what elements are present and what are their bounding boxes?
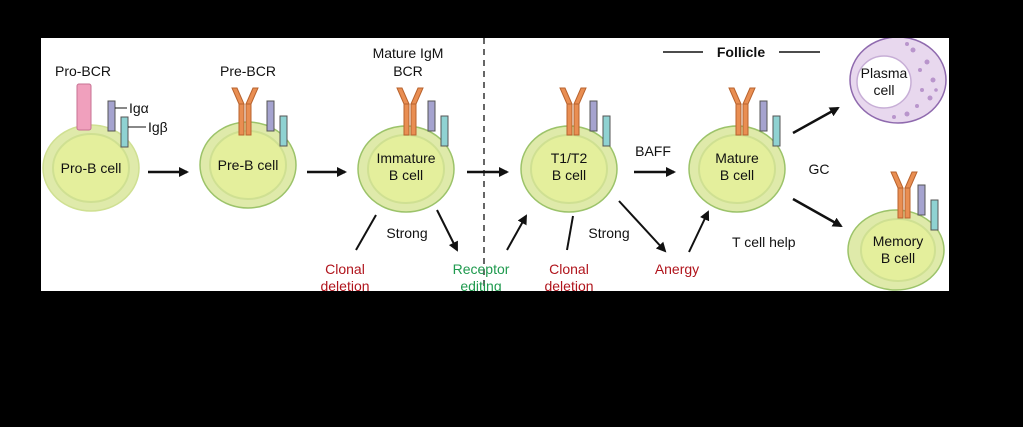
receptor-editing-line1: Receptor bbox=[453, 261, 510, 277]
memory-ig-alpha bbox=[917, 184, 926, 216]
receptor-editing-line2: editing bbox=[460, 278, 501, 291]
gc-label: GC bbox=[809, 161, 830, 177]
immature-ig-alpha bbox=[427, 100, 436, 132]
arrow-t-cell-help bbox=[688, 210, 710, 253]
immature-ig-beta bbox=[440, 115, 449, 147]
line-to-clonal-deletion-1 bbox=[355, 214, 377, 251]
ig-alpha-chain bbox=[107, 100, 116, 132]
plasma-cell-granules bbox=[892, 42, 938, 119]
t1t2-ig-alpha bbox=[589, 100, 598, 132]
memory-b-cell-nucleus bbox=[860, 218, 936, 282]
mature-ig-beta bbox=[772, 115, 781, 147]
pro-bcr-receptor bbox=[76, 83, 92, 131]
immature-b-cell-label-1: Immature bbox=[376, 150, 435, 166]
mature-b-cell: Mature B cell bbox=[688, 87, 786, 213]
mature-igm-label-1: Mature IgM bbox=[373, 45, 444, 61]
clonal-deletion-2-line1: Clonal bbox=[549, 261, 589, 277]
mature-bcr bbox=[728, 87, 756, 136]
arrow-editing-to-t1t2 bbox=[506, 214, 527, 251]
plasma-cell: Plasma cell bbox=[849, 38, 947, 124]
anergy-label: Anergy bbox=[655, 261, 699, 277]
mature-b-cell-label-2: B cell bbox=[720, 167, 754, 183]
immature-b-cell-label-2: B cell bbox=[389, 167, 423, 183]
pro-bcr-label: Pro-BCR bbox=[55, 63, 111, 79]
memory-b-cell-label-2: B cell bbox=[881, 250, 915, 266]
b-cell-development-diagram: Follicle Pro-B cell Pro-BCR Igα Igβ Pre-… bbox=[42, 38, 947, 291]
plasma-cell-label-2: cell bbox=[873, 82, 894, 98]
memory-b-cell-label-1: Memory bbox=[873, 233, 924, 249]
ig-alpha-label: Igα bbox=[129, 100, 149, 116]
clonal-deletion-1-line2: deletion bbox=[320, 278, 369, 291]
t1t2-b-cell: T1/T2 B cell bbox=[520, 87, 618, 213]
arrow-to-plasma-cell bbox=[792, 106, 840, 135]
mature-igm-label-2: BCR bbox=[393, 63, 423, 79]
t1t2-bcr bbox=[559, 87, 587, 136]
clonal-deletion-1-line1: Clonal bbox=[325, 261, 365, 277]
clonal-deletion-2-line2: deletion bbox=[544, 278, 593, 291]
pro-b-cell-label: Pro-B cell bbox=[61, 160, 122, 176]
t1t2-b-cell-label-2: B cell bbox=[552, 167, 586, 183]
immature-igm-bcr bbox=[396, 87, 424, 136]
arrow-to-memory-cell bbox=[792, 197, 843, 228]
plasma-cell-label-1: Plasma bbox=[861, 65, 908, 81]
memory-b-cell: Memory B cell bbox=[847, 171, 945, 291]
memory-ig-beta bbox=[930, 199, 939, 231]
pre-b-ig-alpha bbox=[266, 100, 275, 132]
line-to-clonal-deletion-2 bbox=[566, 215, 574, 251]
t-cell-help-label: T cell help bbox=[732, 234, 796, 250]
plasma-cell-nucleus bbox=[856, 55, 912, 109]
memory-bcr bbox=[890, 171, 918, 219]
pro-b-cell: Pro-B cell bbox=[42, 83, 140, 212]
follicle-label: Follicle bbox=[717, 44, 765, 60]
immature-b-cell: Immature B cell bbox=[357, 87, 455, 213]
diagram-panel: Follicle Pro-B cell Pro-BCR Igα Igβ Pre-… bbox=[41, 38, 949, 291]
ig-beta-label: Igβ bbox=[148, 119, 168, 135]
pre-bcr-receptor bbox=[231, 87, 259, 136]
arrow-to-receptor-editing bbox=[436, 209, 458, 252]
pre-b-ig-beta bbox=[279, 115, 288, 147]
pre-b-cell: Pre-B cell bbox=[199, 87, 297, 209]
arrow-to-anergy bbox=[618, 200, 667, 253]
strong-label-2: Strong bbox=[588, 225, 629, 241]
pre-bcr-label: Pre-BCR bbox=[220, 63, 276, 79]
mature-b-cell-label-1: Mature bbox=[715, 150, 759, 166]
ig-beta-chain bbox=[120, 116, 129, 148]
t1t2-b-cell-label-1: T1/T2 bbox=[551, 150, 588, 166]
baff-label: BAFF bbox=[635, 143, 671, 159]
mature-ig-alpha bbox=[759, 100, 768, 132]
strong-label-1: Strong bbox=[386, 225, 427, 241]
pre-b-cell-label: Pre-B cell bbox=[218, 157, 279, 173]
t1t2-ig-beta bbox=[602, 115, 611, 147]
pro-b-cell-nucleus bbox=[52, 133, 130, 203]
